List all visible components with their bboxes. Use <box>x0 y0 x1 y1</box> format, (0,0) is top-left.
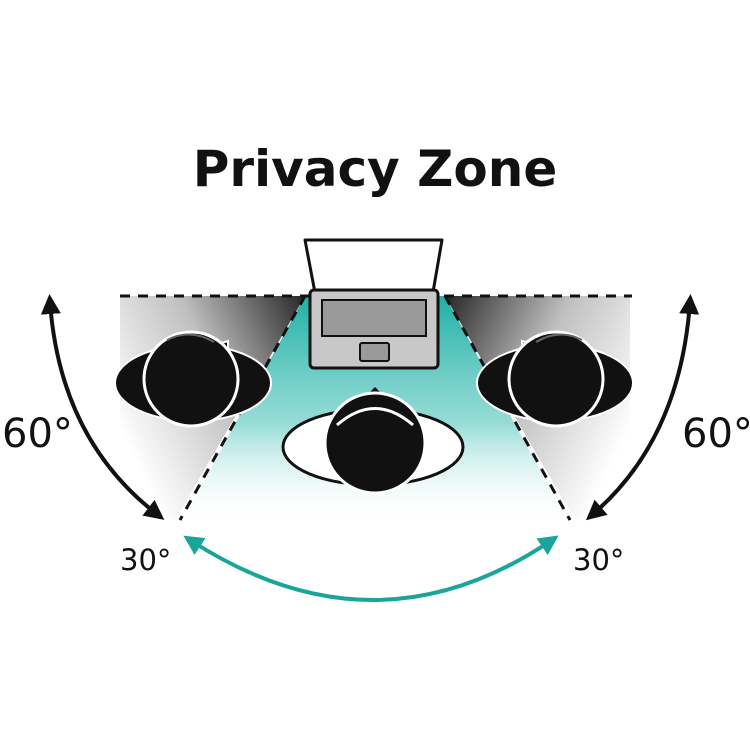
angle-label-right-60: 60° <box>682 411 750 457</box>
angle-label-left-60: 60° <box>2 411 73 457</box>
angle-arrow-left <box>40 294 165 520</box>
observer-head-icon-right <box>476 330 634 428</box>
laptop-icon <box>303 238 444 370</box>
angle-label-left-30: 30° <box>120 543 171 577</box>
privacy-zone-arc-arrow <box>183 535 559 602</box>
angle-label-right-30: 30° <box>573 543 624 577</box>
angle-arrow-right <box>585 294 700 521</box>
diagram-title: Privacy Zone <box>193 140 558 198</box>
viewer-head-icon <box>281 387 465 495</box>
